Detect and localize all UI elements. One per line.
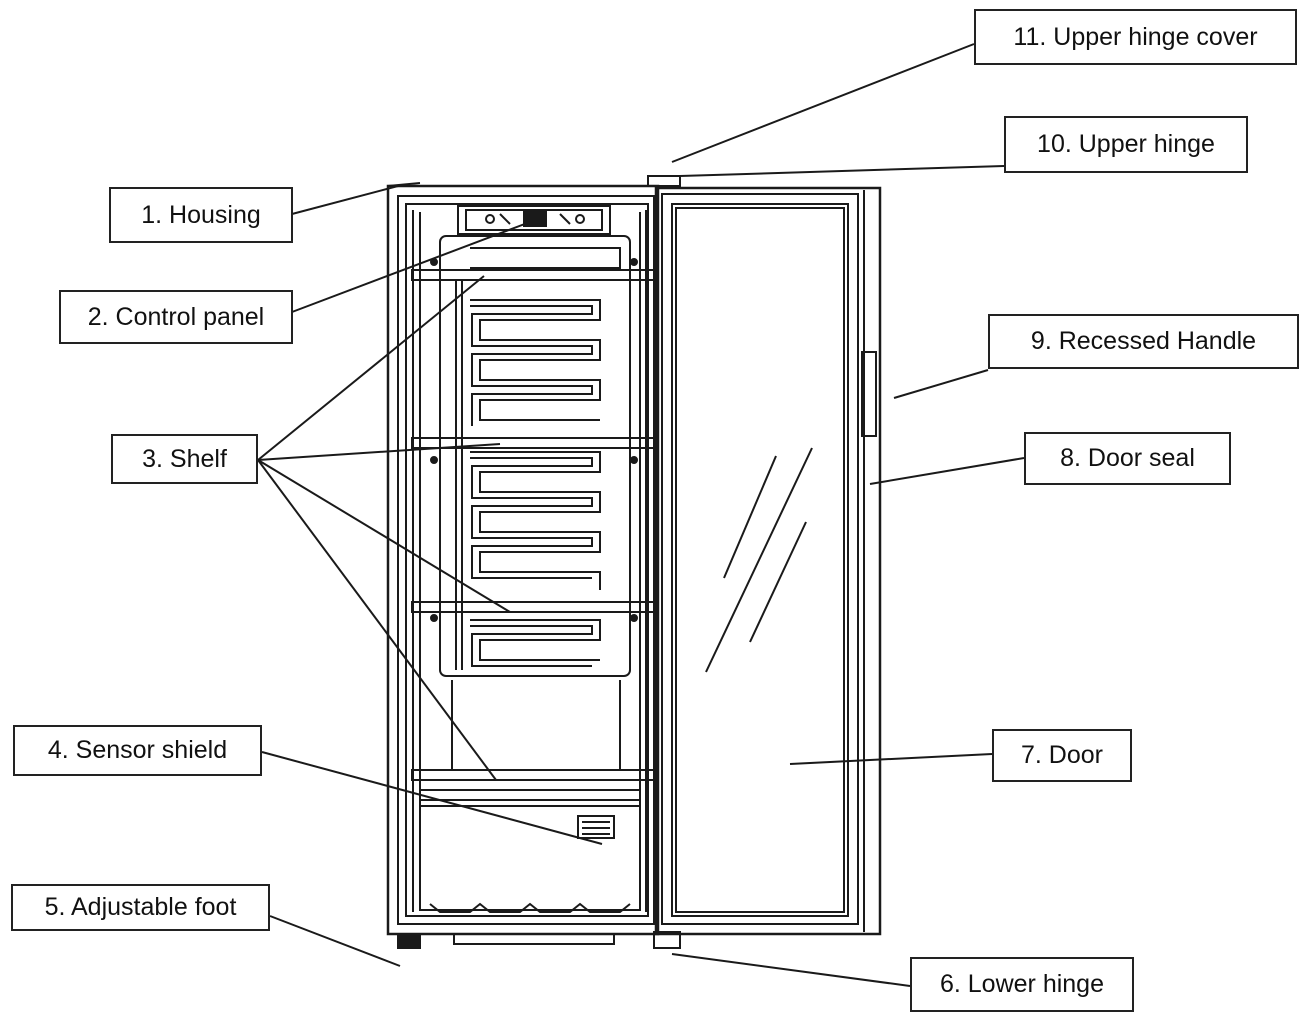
leader-shelf-3	[257, 459, 511, 613]
leader-door-seal	[869, 457, 1025, 485]
leader-sensor-shield	[261, 751, 603, 845]
label-lower-hinge: 6. Lower hinge	[910, 957, 1134, 1012]
leader-adjustable-foot	[269, 915, 401, 967]
leader-shelf-4	[257, 459, 497, 781]
label-control-panel: 2. Control panel	[59, 290, 293, 344]
label-housing: 1. Housing	[109, 187, 293, 243]
leader-control-panel	[291, 221, 531, 313]
cabinet-housing	[386, 182, 660, 936]
leader-door	[789, 753, 993, 765]
bottom-compartment	[419, 805, 641, 913]
label-recessed-handle: 9. Recessed Handle	[988, 314, 1299, 369]
sensor-shield	[577, 815, 615, 839]
leader-housing	[291, 185, 399, 215]
label-shelf: 3. Shelf	[111, 434, 258, 484]
shelf-4	[411, 769, 657, 781]
upper-hinge	[647, 175, 681, 187]
leader-recessed-handle	[893, 369, 989, 399]
cabinet-base	[397, 931, 681, 949]
glass-door	[654, 186, 882, 936]
label-sensor-shield: 4. Sensor shield	[13, 725, 262, 776]
label-upper-hinge: 10. Upper hinge	[1004, 116, 1248, 173]
recessed-handle	[861, 351, 877, 437]
label-adjustable-foot: 5. Adjustable foot	[11, 884, 270, 931]
evaporator-panel	[439, 235, 631, 770]
leader-upper-hinge	[679, 165, 1005, 177]
leader-upper-hinge-cover	[671, 43, 975, 163]
label-door: 7. Door	[992, 729, 1132, 782]
label-door-seal: 8. Door seal	[1024, 432, 1231, 485]
shelf-1	[411, 269, 657, 281]
leader-lines	[257, 43, 1025, 987]
leader-shelf-1	[257, 275, 485, 461]
label-upper-hinge-cover: 11. Upper hinge cover	[974, 9, 1297, 65]
leader-lower-hinge	[671, 953, 911, 987]
shelf-3	[411, 601, 657, 613]
leader-shelf-2	[257, 443, 501, 461]
control-panel	[457, 205, 611, 235]
